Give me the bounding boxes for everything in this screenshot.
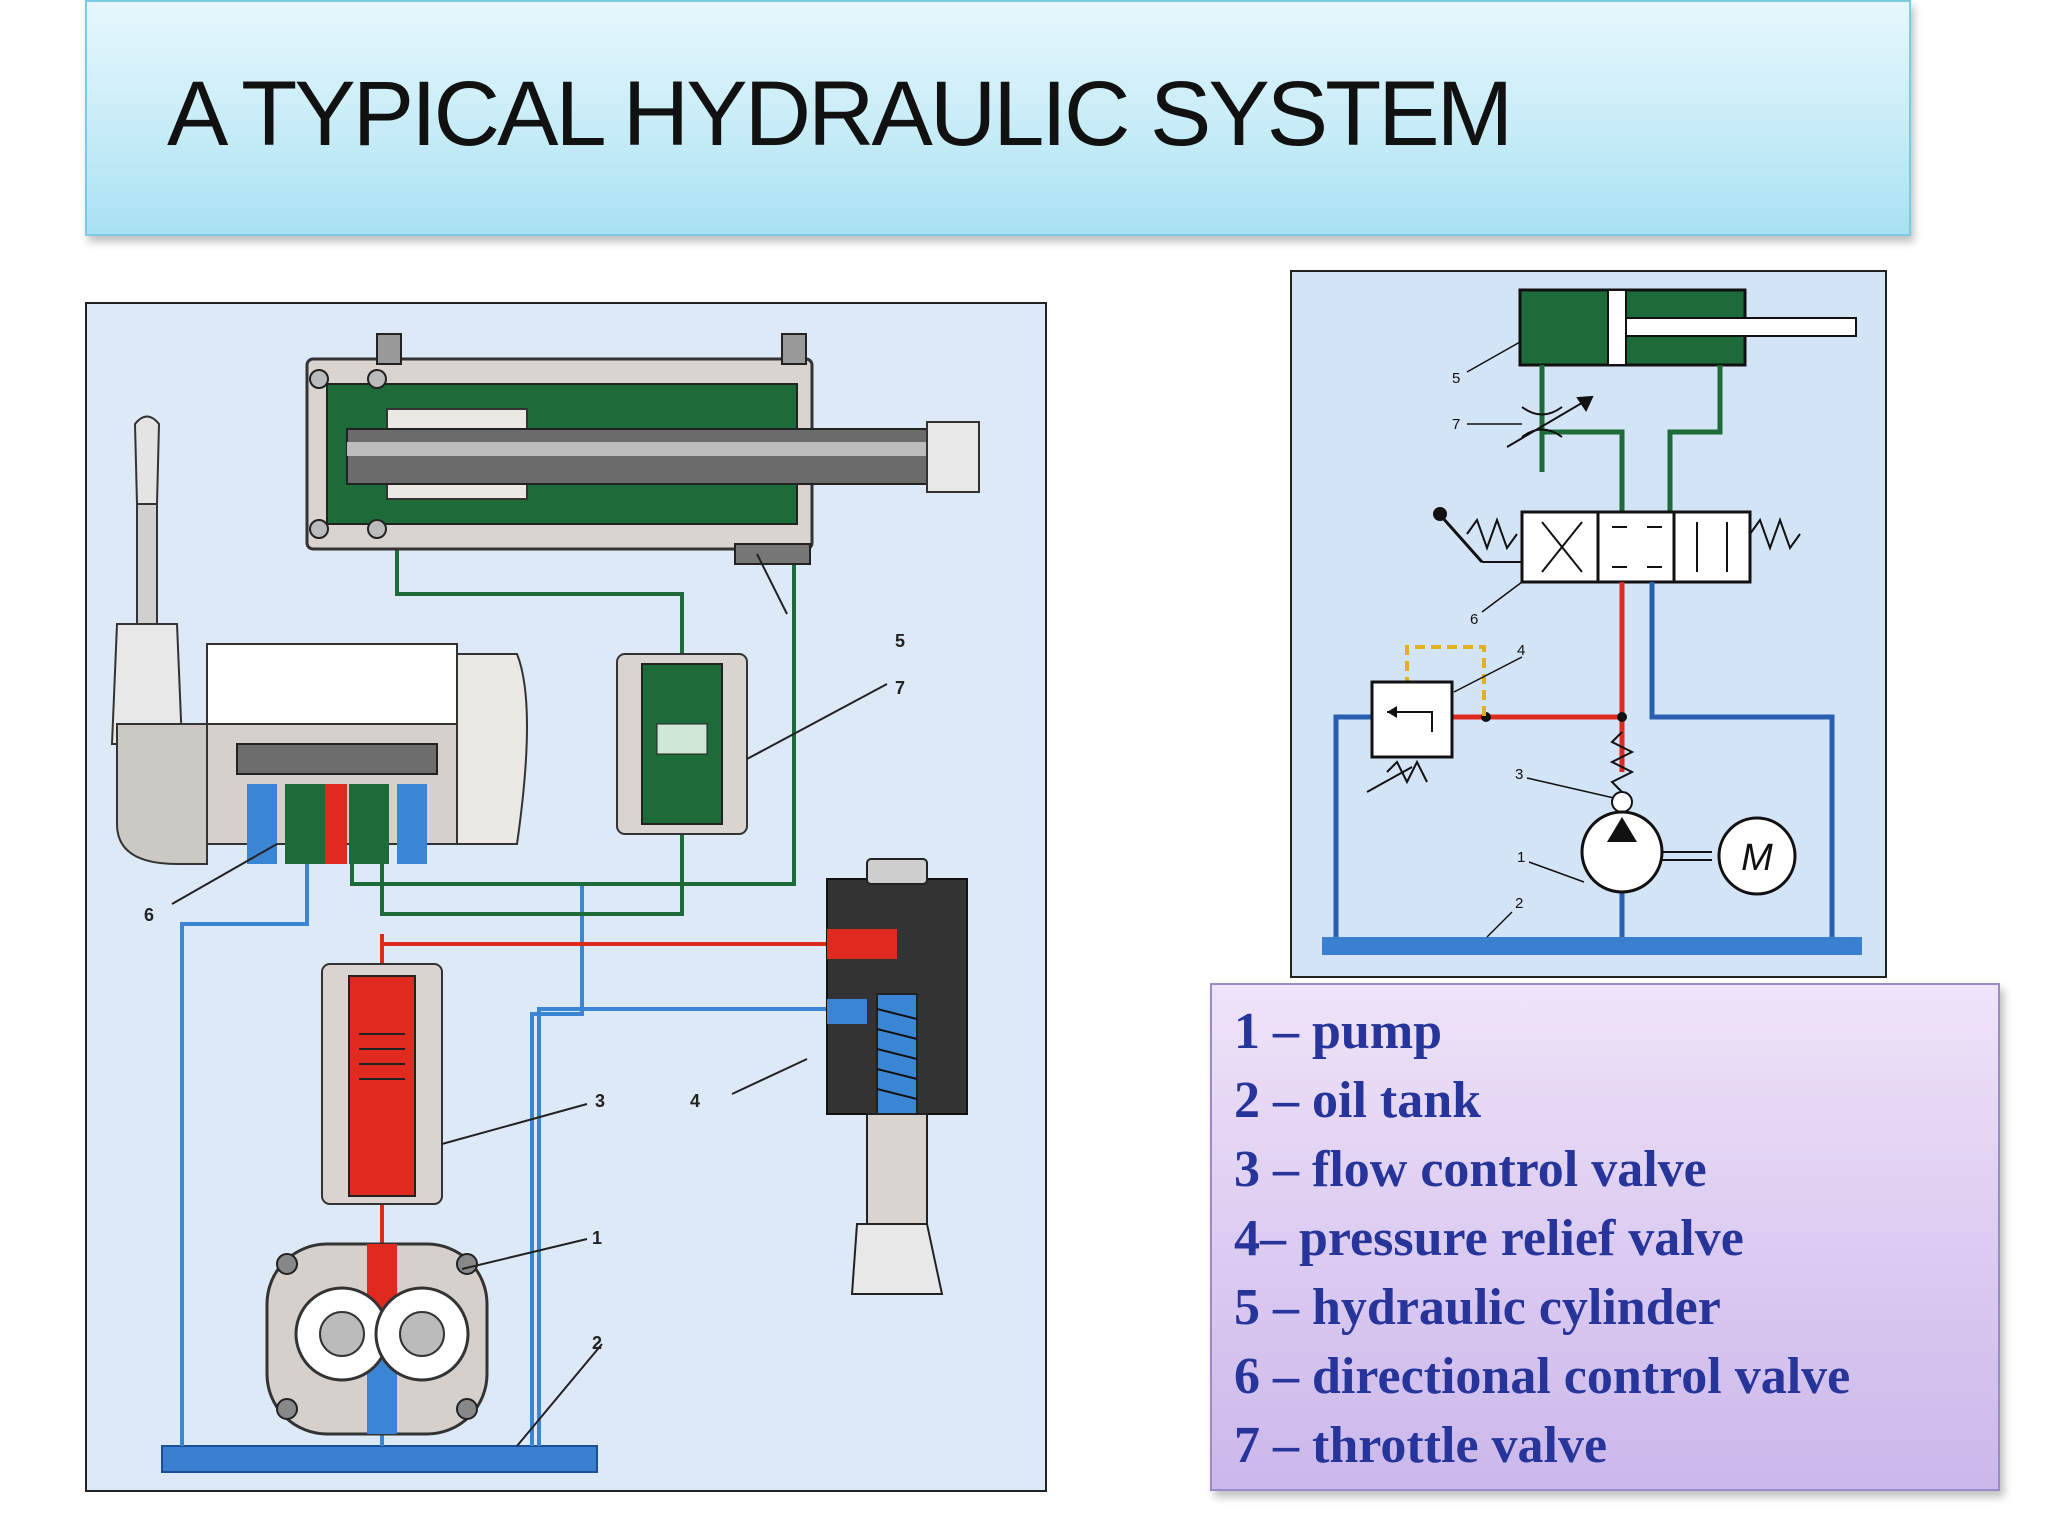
pressure-lines (380, 934, 832, 1244)
lever-handle (110, 415, 184, 745)
schematic-cylinder (1518, 288, 1857, 367)
legend-item-pressure-relief-valve: 4– pressure relief valve (1234, 1210, 1744, 1267)
pressure-relief-valve (826, 858, 968, 1295)
throttle-valve (616, 653, 748, 835)
component-legend: 1 – pump 2 – oil tank 3 – flow control v… (1210, 983, 2000, 1491)
callout-7: 7 (895, 678, 905, 698)
schematic-callout-6: 6 (1470, 611, 1478, 628)
hydraulic-cylinder (305, 333, 980, 565)
schematic-pump (1580, 810, 1712, 894)
schematic-relief-valve (1366, 680, 1454, 793)
schematic-check-valve (1609, 731, 1635, 813)
callout-4: 4 (690, 1091, 700, 1111)
work-lines (350, 544, 796, 916)
legend-item-oil-tank: 2 – oil tank (1234, 1072, 1482, 1129)
hydraulic-schematic-diagram: M 5 7 6 4 3 1 2 (1290, 270, 1887, 978)
schematic-callout-3: 3 (1515, 766, 1523, 783)
callout-6: 6 (144, 905, 154, 925)
schematic-oil-tank (1322, 937, 1862, 955)
callout-5: 5 (895, 631, 905, 651)
hydraulic-cutaway-diagram: 1 2 3 4 5 6 7 (85, 302, 1047, 1492)
schematic-return-lines (1333, 582, 1835, 937)
flow-control-valve (321, 963, 443, 1205)
directional-control-valve (116, 643, 528, 865)
schematic-directional-valve (1433, 507, 1801, 584)
cutaway-svg: 1 2 3 4 5 6 7 (110, 333, 980, 1473)
oil-tank (161, 1445, 598, 1473)
schematic-callout-1: 1 (1517, 849, 1525, 866)
callout-3: 3 (595, 1091, 605, 1111)
schematic-callout-5: 5 (1452, 370, 1460, 387)
legend-item-throttle-valve: 7 – throttle valve (1234, 1417, 1608, 1474)
page-title: A TYPICAL HYDRAULIC SYSTEM (167, 63, 1513, 165)
legend-item-pump: 1 – pump (1234, 1003, 1443, 1060)
schematic-work-lines (1539, 365, 1723, 512)
legend-item-directional-control-valve: 6 – directional control valve (1234, 1348, 1851, 1405)
legend-item-hydraulic-cylinder: 5 – hydraulic cylinder (1234, 1279, 1721, 1336)
schematic-throttle-symbol (1506, 395, 1594, 448)
callout-1: 1 (592, 1228, 602, 1248)
schematic-pilot-line (1405, 645, 1486, 717)
schematic-callout-7: 7 (1452, 416, 1460, 433)
title-banner: A TYPICAL HYDRAULIC SYSTEM (85, 0, 1911, 236)
callout-2: 2 (592, 1333, 602, 1353)
schematic-callout-4: 4 (1517, 642, 1525, 659)
schematic-svg: M 5 7 6 4 3 1 2 (1322, 288, 1862, 955)
legend-item-flow-control-valve: 3 – flow control valve (1234, 1141, 1707, 1198)
motor-label: M (1741, 837, 1773, 879)
schematic-callout-leaders (1453, 341, 1615, 938)
gear-pump (265, 1242, 489, 1436)
callout-leaders (171, 553, 888, 1447)
schematic-motor: M (1717, 816, 1797, 896)
schematic-pressure-lines (1452, 582, 1625, 772)
schematic-callout-2: 2 (1515, 895, 1523, 912)
